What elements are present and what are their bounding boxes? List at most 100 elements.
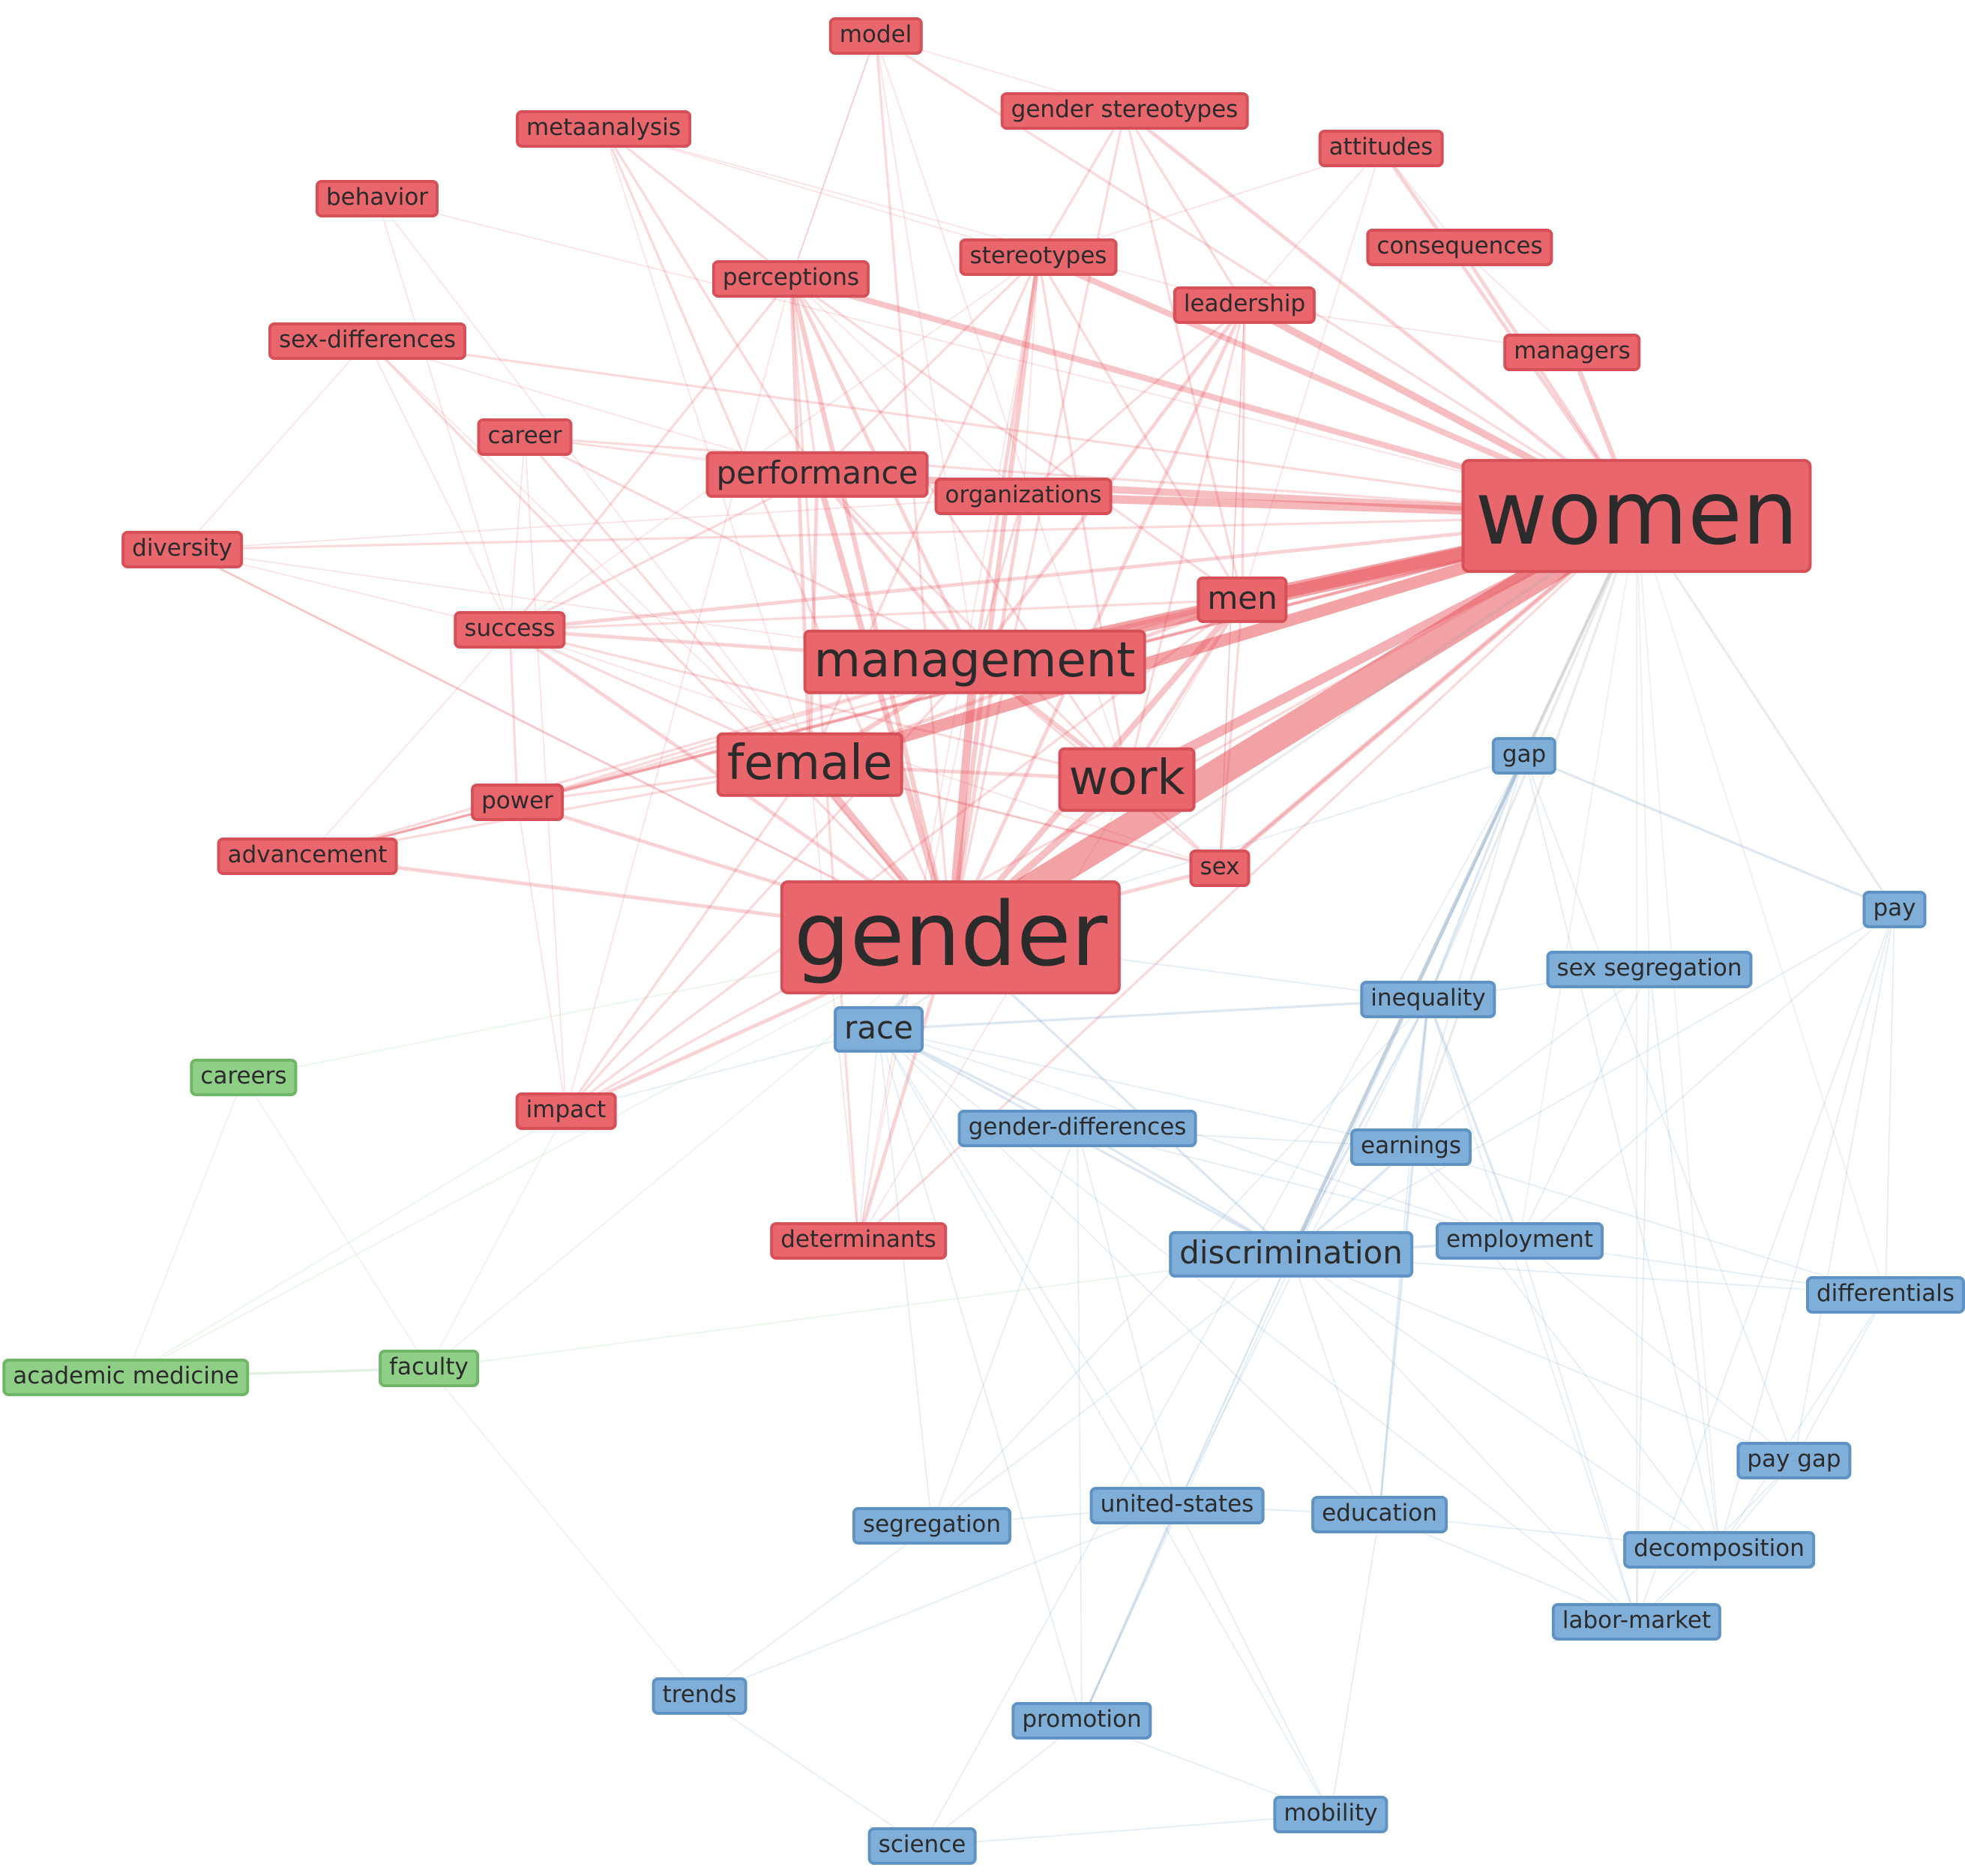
edge-united_states-trends (699, 1505, 1178, 1697)
edge-united_states-gender_differences (1077, 1128, 1178, 1506)
node-power[interactable]: power (471, 783, 564, 822)
edge-gender-performance (814, 472, 954, 940)
node-career[interactable]: career (477, 418, 573, 457)
node-academic-medicine[interactable]: academic medicine (2, 1358, 250, 1397)
edge-perceptions-success (508, 277, 792, 631)
edge-gender-diversity (181, 548, 952, 939)
edge-pay-differentials (1885, 909, 1895, 1296)
node-women[interactable]: women (1461, 459, 1812, 573)
edge-women-differentials (1636, 515, 1886, 1296)
node-science[interactable]: science (867, 1827, 977, 1866)
node-faculty[interactable]: faculty (379, 1349, 479, 1388)
node-metaanalysis[interactable]: metaanalysis (516, 109, 691, 148)
edge-women-impact (565, 514, 1638, 1113)
edge-earnings-decomposition (1410, 1146, 1720, 1551)
edge-discrimination-segregation (931, 1254, 1292, 1527)
node-success[interactable]: success (454, 610, 566, 649)
node-leadership[interactable]: leadership (1173, 286, 1316, 325)
node-gap[interactable]: gap (1491, 736, 1557, 775)
edge-women-diversity (181, 514, 1638, 551)
edge-faculty-trends (428, 1368, 700, 1697)
edge-united_states-promotion (1080, 1504, 1179, 1722)
edge-diversity-organizations (181, 496, 1024, 550)
node-advancement[interactable]: advancement (217, 837, 398, 876)
node-sex[interactable]: sex (1189, 849, 1251, 888)
node-sex-segregation[interactable]: sex segregation (1546, 950, 1753, 989)
edge-faculty-impact (428, 1110, 567, 1369)
node-stereotypes[interactable]: stereotypes (959, 238, 1118, 277)
edge-stereotypes-gender_stereotypes (1037, 109, 1126, 259)
edge-segregation-gender_differences (931, 1128, 1078, 1527)
edge-gap-earnings (1410, 755, 1525, 1148)
node-united-states[interactable]: united-states (1089, 1486, 1265, 1525)
edge-differentials-decomposition (1718, 1294, 1886, 1551)
node-performance[interactable]: performance (705, 451, 929, 499)
edge-women-pay (1635, 514, 1896, 911)
edge-promotion-science (921, 1720, 1083, 1847)
node-decomposition[interactable]: decomposition (1623, 1530, 1815, 1569)
node-impact[interactable]: impact (515, 1092, 617, 1131)
node-promotion[interactable]: promotion (1011, 1701, 1152, 1740)
edge-organizations-leadership (1022, 304, 1246, 498)
edge-performance-perceptions (789, 277, 819, 476)
edge-metaanalysis-leadership (603, 128, 1245, 306)
node-attitudes[interactable]: attitudes (1318, 129, 1444, 168)
edge-work-performance (816, 473, 1128, 781)
node-managers[interactable]: managers (1503, 333, 1641, 372)
edge-behavior-women (376, 198, 1637, 517)
node-pay-gap[interactable]: pay gap (1736, 1441, 1852, 1480)
edge-inequality-labor_market (1427, 999, 1637, 1623)
edge-diversity-gender (181, 549, 951, 938)
edge-gap-inequality (1427, 754, 1526, 1001)
node-careers[interactable]: careers (190, 1058, 298, 1097)
node-gender-differences[interactable]: gender-differences (957, 1109, 1197, 1148)
node-diversity[interactable]: diversity (121, 530, 243, 569)
node-education[interactable]: education (1311, 1495, 1448, 1534)
node-inequality[interactable]: inequality (1360, 980, 1496, 1019)
edge-trends-science (699, 1695, 923, 1847)
edge-sex_segregation-decomposition (1649, 969, 1720, 1551)
node-behavior[interactable]: behavior (315, 179, 439, 218)
node-sex-differences[interactable]: sex-differences (268, 322, 466, 361)
edge-race-promotion (878, 1029, 1083, 1722)
edge-men-sex (1218, 598, 1244, 870)
edge-discrimination-decomposition (1290, 1254, 1720, 1551)
node-determinants[interactable]: determinants (770, 1221, 947, 1260)
edge-performance-metaanalysis (602, 127, 819, 476)
edge-academic_medicine-impact (125, 1110, 567, 1378)
edge-model-perceptions (790, 35, 876, 280)
edge-women-earnings (1409, 514, 1638, 1149)
node-trends[interactable]: trends (652, 1677, 747, 1716)
edge-behavior-female (376, 198, 810, 766)
node-work[interactable]: work (1058, 747, 1196, 813)
node-pay[interactable]: pay (1862, 890, 1927, 929)
edge-gender-leadership (948, 303, 1247, 939)
node-labor-market[interactable]: labor-market (1551, 1602, 1722, 1641)
node-segregation[interactable]: segregation (852, 1506, 1012, 1545)
edge-men-stereotypes (1037, 256, 1244, 601)
node-gender[interactable]: gender (780, 880, 1122, 994)
node-discrimination[interactable]: discrimination (1169, 1230, 1413, 1278)
node-consequences[interactable]: consequences (1366, 228, 1553, 267)
edge-management-career (523, 436, 976, 664)
node-mobility[interactable]: mobility (1273, 1795, 1388, 1834)
edge-gap-pay_gap (1523, 755, 1795, 1461)
node-differentials[interactable]: differentials (1805, 1275, 1965, 1314)
node-organizations[interactable]: organizations (934, 477, 1113, 516)
edge-earnings-education (1379, 1146, 1412, 1515)
node-men[interactable]: men (1197, 576, 1288, 624)
edge-work-success (508, 628, 1128, 781)
edge-race-inequality (877, 998, 1430, 1031)
node-race[interactable]: race (834, 1005, 924, 1053)
node-model[interactable]: model (828, 16, 923, 55)
node-employment[interactable]: employment (1436, 1221, 1604, 1260)
edge-management-stereotypes (972, 255, 1041, 664)
node-female[interactable]: female (716, 732, 903, 798)
node-earnings[interactable]: earnings (1349, 1128, 1472, 1167)
edge-race-mobility (878, 1029, 1331, 1815)
node-gender-stereotypes[interactable]: gender stereotypes (1000, 91, 1249, 130)
edge-sex_differences-female (367, 340, 810, 766)
node-perceptions[interactable]: perceptions (711, 259, 870, 298)
node-management[interactable]: management (803, 629, 1146, 695)
